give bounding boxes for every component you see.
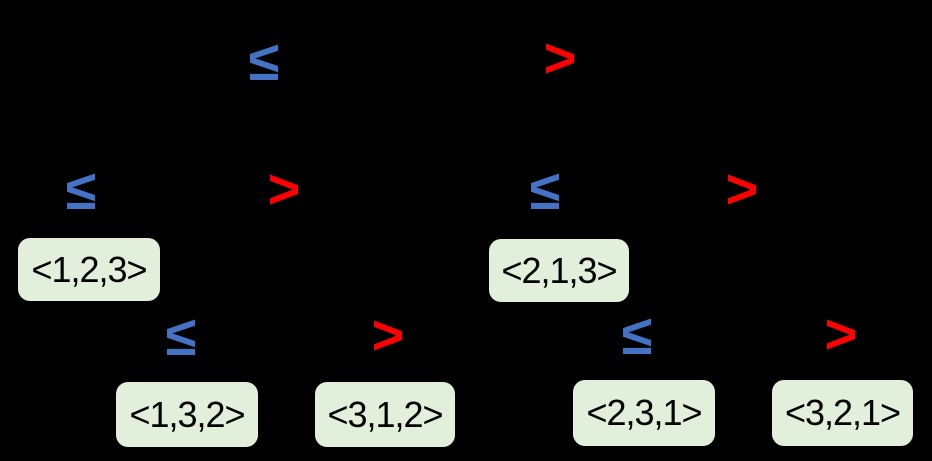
le-operator-label: ≤ bbox=[165, 304, 197, 367]
leaf-label: <1,2,3> bbox=[31, 248, 147, 290]
le-operator-label: ≤ bbox=[248, 29, 280, 92]
le-operator-label: ≤ bbox=[621, 303, 653, 366]
le-operator-label: ≤ bbox=[529, 158, 561, 221]
leaf-node: <1,2,3> bbox=[18, 238, 160, 301]
leaf-label: <3,2,1> bbox=[784, 392, 901, 433]
gt-operator-label: > bbox=[725, 157, 759, 220]
leaf-label: <1,3,2> bbox=[129, 393, 245, 435]
leaf-label: <3,1,2> bbox=[327, 393, 443, 435]
gt-operator-label: > bbox=[824, 302, 858, 365]
leaf-node: <2,3,1> bbox=[573, 380, 715, 446]
gt-operator-label: > bbox=[267, 157, 301, 220]
le-operator-label: ≤ bbox=[65, 158, 97, 221]
leaf-label: <2,3,1> bbox=[586, 392, 702, 433]
leaf-label: <2,1,3> bbox=[501, 249, 617, 291]
leaf-node: <3,2,1> bbox=[772, 380, 913, 446]
leaf-node: <3,1,2> bbox=[315, 382, 455, 447]
gt-operator-label: > bbox=[371, 303, 405, 366]
leaf-node: <1,3,2> bbox=[116, 382, 258, 447]
leaf-node: <2,1,3> bbox=[489, 239, 629, 302]
gt-operator-label: > bbox=[543, 26, 577, 89]
